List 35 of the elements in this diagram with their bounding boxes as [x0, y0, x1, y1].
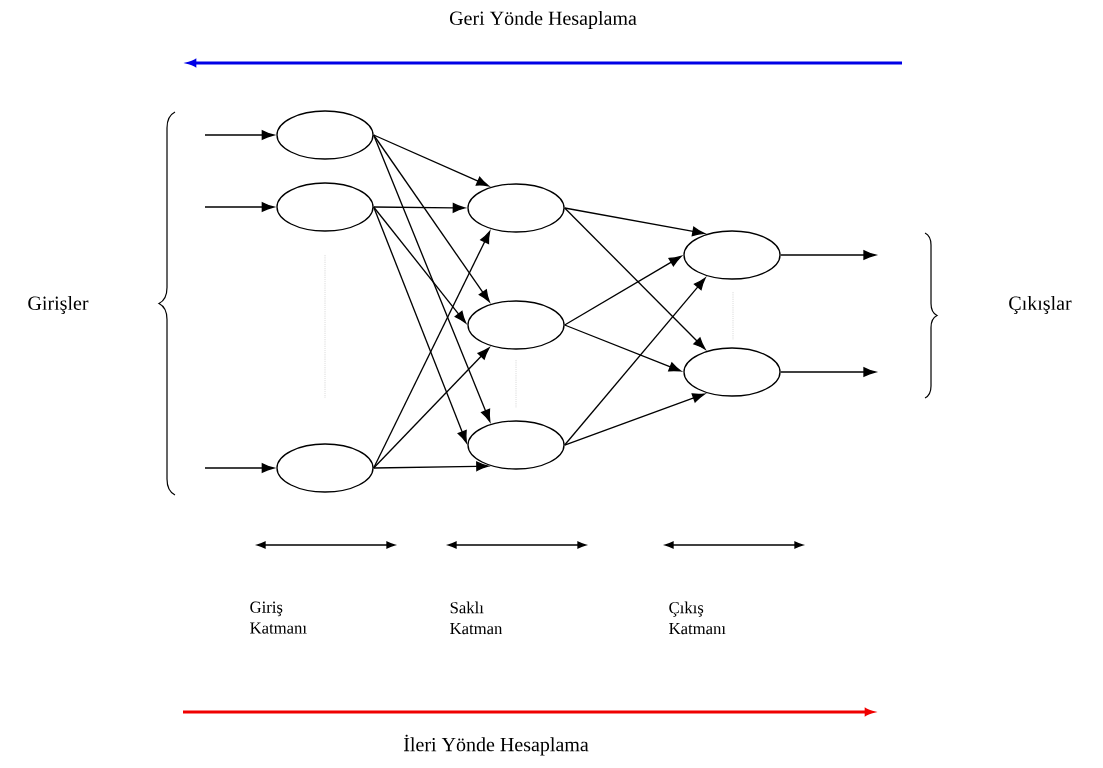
heading: İleri Yönde Hesaplama: [404, 734, 589, 756]
arrow: [204, 202, 275, 212]
neuron-ellipse: [467, 420, 565, 470]
arrow: [780, 367, 876, 377]
layer-label: Çıkış Katmanı: [669, 601, 726, 635]
neuron-ellipse: [276, 443, 374, 493]
arrow: [564, 207, 705, 237]
neuron-ellipse: [276, 182, 374, 232]
arrow: [373, 206, 467, 324]
arrow: [564, 255, 682, 326]
arrow: [373, 231, 491, 469]
neuron-ellipse: [276, 110, 374, 160]
arrow: [780, 250, 876, 260]
arrow: [564, 277, 706, 446]
arrow: [373, 461, 489, 472]
arrow: [373, 203, 466, 213]
side-label: Girişler: [28, 295, 89, 315]
heading: Geri Yönde Hesaplama: [449, 10, 637, 30]
arrow: [373, 206, 467, 444]
neuron-ellipse: [467, 300, 565, 350]
layer-label: Saklı Katman: [450, 601, 503, 635]
arrow: [373, 134, 490, 303]
arrow: [373, 134, 491, 422]
arrow: [564, 393, 705, 446]
arrow: [204, 130, 275, 140]
arrow: [373, 134, 489, 187]
neuron-ellipse: [683, 347, 781, 397]
side-label: Çıkışlar: [1009, 295, 1072, 315]
neuron-ellipse: [467, 183, 565, 233]
neuron-ellipse: [683, 230, 781, 280]
layer-label: Giriş Katmanı: [250, 601, 307, 634]
arrow: [564, 324, 682, 372]
arrow: [373, 347, 490, 469]
arrow: [564, 207, 706, 350]
arrow: [204, 463, 275, 473]
